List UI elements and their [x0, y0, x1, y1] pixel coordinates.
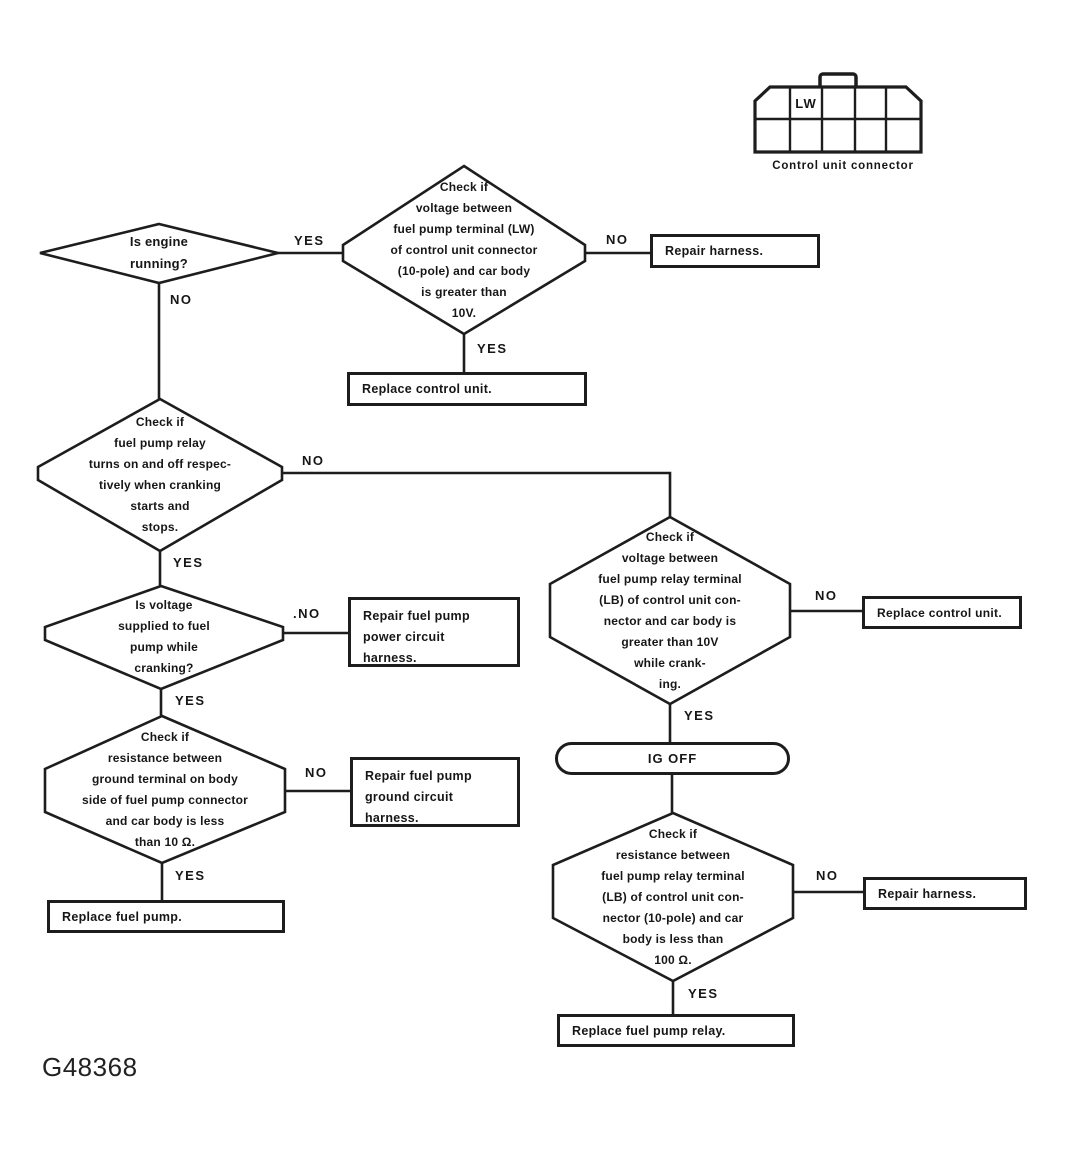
edge-label-ground-yes: YES: [175, 868, 206, 883]
edge-label-lb-voltage-no: NO: [815, 588, 838, 603]
process-ig-off: IG OFF: [555, 742, 790, 775]
edge-label-lw-yes: YES: [477, 341, 508, 356]
decision-relay-on-off-shape: [36, 397, 284, 553]
figure-label: G48368: [42, 1052, 138, 1082]
edge-relay-no-line: [280, 471, 672, 519]
action-replace-fuel-pump-text: Replace fuel pump.: [62, 909, 183, 924]
edge-label-engine-no: NO: [170, 292, 193, 307]
edge-label-supplied-no: .NO: [293, 606, 321, 621]
decision-lb-voltage-text: Check if voltage between fuel pump relay…: [598, 529, 742, 691]
decision-lb-voltage-shape: [548, 515, 792, 706]
action-replace-fuel-pump-relay: Replace fuel pump relay.: [557, 1014, 795, 1047]
action-replace-control-unit-right: Replace control unit.: [862, 596, 1022, 629]
decision-voltage-supplied-shape: [43, 584, 285, 691]
action-replace-control-unit-right-text: Replace control unit.: [877, 605, 1002, 620]
action-replace-control-unit-top-text: Replace control unit.: [362, 382, 492, 396]
connector-diagram: [753, 72, 923, 154]
action-repair-ground-harness: Repair fuel pump ground circuit harness.: [350, 757, 520, 827]
connector-pin-lw-label: LW: [795, 95, 817, 111]
decision-ground-resistance-text: Check if resistance between ground termi…: [81, 729, 249, 849]
decision-lw-voltage-shape: [341, 164, 587, 336]
edge-label-ground-no: NO: [305, 765, 328, 780]
edge-label-lb-resistance-yes: YES: [688, 986, 719, 1001]
decision-relay-on-off-text: Check if fuel pump relay turns on and of…: [88, 415, 232, 534]
edge-label-relay-yes: YES: [173, 555, 204, 570]
action-replace-control-unit-top: Replace control unit.: [347, 372, 587, 406]
connector-caption: Control unit connector: [772, 160, 914, 172]
edge-label-lb-voltage-yes: YES: [684, 708, 715, 723]
action-repair-harness-right-text: Repair harness.: [878, 886, 977, 901]
action-repair-harness-top: Repair harness.: [650, 234, 820, 268]
action-repair-power-harness-text: Repair fuel pump power circuit harness.: [363, 609, 470, 665]
edge-label-supplied-yes: YES: [175, 693, 206, 708]
decision-engine-running-text: Is engine running?: [129, 234, 189, 271]
decision-lw-voltage-text: Check if voltage between fuel pump termi…: [390, 179, 538, 320]
action-replace-fuel-pump-relay-text: Replace fuel pump relay.: [572, 1023, 726, 1038]
edge-label-lw-no: NO: [606, 232, 629, 247]
action-repair-ground-harness-text: Repair fuel pump ground circuit harness.: [365, 769, 472, 825]
edge-label-lb-resistance-no: NO: [816, 868, 839, 883]
decision-ground-resistance-shape: [43, 714, 287, 865]
edge-label-engine-yes: YES: [294, 233, 325, 248]
decision-voltage-supplied-text: Is voltage supplied to fuel pump while c…: [118, 597, 210, 675]
action-replace-fuel-pump: Replace fuel pump.: [47, 900, 285, 933]
process-ig-off-text: IG OFF: [647, 751, 698, 766]
edge-label-relay-no: NO: [302, 453, 325, 468]
action-repair-harness-right: Repair harness.: [863, 877, 1027, 910]
decision-engine-running-shape: [39, 222, 279, 285]
decision-lb-resistance-shape: [551, 811, 795, 983]
connector-grid: [753, 85, 923, 154]
action-repair-power-harness: Repair fuel pump power circuit harness.: [348, 597, 520, 667]
decision-lb-resistance-text: Check if resistance between fuel pump re…: [601, 826, 745, 967]
action-repair-harness-top-text: Repair harness.: [665, 244, 764, 258]
